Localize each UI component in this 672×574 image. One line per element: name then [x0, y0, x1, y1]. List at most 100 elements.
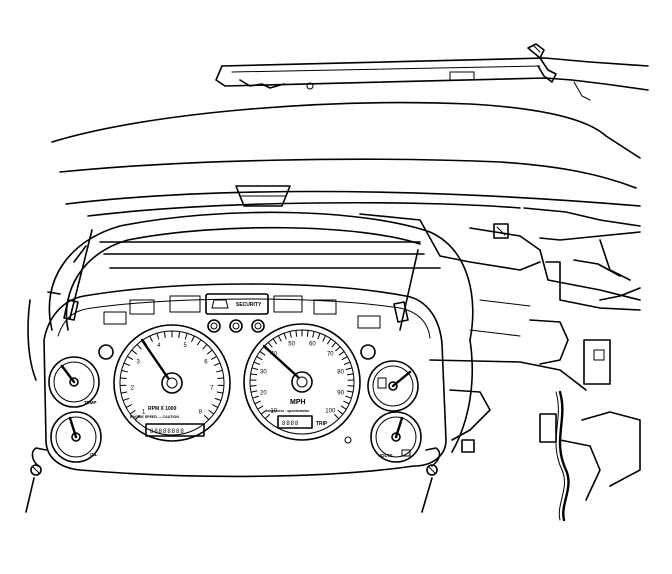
gauge-tick [334, 414, 340, 420]
left-screw-callout [25, 464, 42, 513]
gauge-tick [216, 391, 224, 394]
gauge-number: 80 [337, 370, 344, 376]
gauge-tick [191, 335, 195, 342]
gauge-tick [250, 373, 258, 376]
gauge-number: 90 [337, 390, 344, 396]
gauge-tick [306, 329, 309, 337]
gauge-tick [216, 369, 223, 373]
gauge-tick [119, 377, 127, 379]
gauge-tick [149, 335, 153, 342]
volts-gauge: VOLTS [370, 411, 422, 463]
gauge-tick [259, 350, 266, 356]
gauge-tick [121, 369, 128, 373]
gauge-tick [283, 332, 287, 340]
gauge-tick [184, 332, 188, 340]
gauge-tick [346, 390, 354, 393]
dashboard-contours [51, 101, 641, 227]
gauge-tick [210, 355, 218, 360]
gauge-tick [312, 330, 315, 338]
gauge-number: 70 [327, 352, 334, 358]
gauge-tick [122, 397, 130, 402]
gauge-tick [256, 356, 263, 361]
gauge-tick [346, 373, 354, 376]
gauge-tick [250, 390, 258, 393]
gauge-tick [134, 415, 140, 421]
gauge-number: 50 [288, 341, 295, 347]
gauge-number: 10 [270, 408, 277, 414]
gauge-tick [331, 341, 337, 348]
gauge-tick [295, 329, 298, 337]
gauge-number: 2 [131, 385, 135, 391]
gauge-tick [197, 339, 202, 346]
gauge-tick [253, 361, 261, 365]
gauge-tick [272, 338, 277, 345]
gauge-number: 20 [260, 390, 267, 396]
gauge-tick [257, 405, 264, 410]
gauge-tick [125, 404, 132, 409]
gauge-tick [163, 331, 166, 338]
upper-dash-trim [215, 57, 649, 101]
gauge-tick [335, 346, 341, 352]
trip-label: TRIP [316, 421, 328, 427]
gauge-tick [338, 350, 345, 356]
right-screw-callout [421, 464, 438, 513]
gauge-number: 3 [136, 360, 140, 366]
gauge-number: 40 [270, 352, 277, 358]
odometer-readout: 88888888 [150, 429, 185, 435]
gauge-tick [277, 335, 282, 342]
trip-readout: 8888 [282, 421, 299, 427]
gauge-tick [178, 331, 181, 338]
gauge-tick [214, 397, 222, 402]
volts-label: VOLTS [378, 453, 393, 458]
gauge-tick [129, 409, 136, 415]
gauge-number: 6 [204, 360, 208, 366]
speedo-sub: kilometers · speedometer [266, 409, 310, 413]
sensor-fastener [527, 43, 557, 83]
gauge-tick [136, 343, 142, 350]
gauge-tick [267, 341, 273, 348]
gauge-tick [317, 332, 321, 340]
fuel-gauge-left: TEMP [48, 356, 100, 408]
gauge-tick [322, 335, 327, 342]
tach-sub: ENGINE SPEED — CAUTION [130, 415, 179, 419]
gauge-number: 8 [199, 409, 203, 415]
fuel-gauge-right [367, 360, 419, 412]
speedo-unit: MPH [290, 399, 306, 406]
gauge-tick [204, 415, 210, 421]
gauge-tick [142, 339, 147, 346]
gauge-tick [126, 355, 134, 360]
gauge-number: 4 [157, 343, 161, 349]
gauge-tick [208, 409, 215, 415]
right-side-structure [359, 213, 641, 522]
gauge-tick [263, 346, 269, 352]
gauge-tick [345, 395, 352, 399]
gauge-number: 60 [309, 341, 316, 347]
gauge-tick [289, 330, 292, 338]
gauge-number: 5 [184, 343, 188, 349]
upper-leader-lines [69, 229, 419, 331]
gauge-tick [264, 414, 270, 420]
gauge-tick [252, 395, 259, 399]
oil-label: OIL [90, 452, 98, 457]
gauge-tick [341, 356, 348, 361]
gauge-tick [251, 367, 259, 371]
warning-light-panel: SECURITY [98, 293, 381, 444]
gauge-tick [217, 377, 225, 379]
gauge-number: 1 [142, 409, 146, 415]
gauge-tick [120, 391, 128, 394]
gauge-tick [212, 404, 219, 409]
tach-label: RPM X 1000 [148, 406, 177, 412]
gauge-tick [131, 349, 137, 355]
gauge-tick [340, 405, 347, 410]
gauge-number: 30 [260, 370, 267, 376]
gauge-tick [254, 400, 261, 405]
gauge-tick [202, 343, 208, 350]
gauge-tick [345, 367, 353, 371]
temp-label: TEMP [84, 400, 97, 405]
security-label: SECURITY [236, 302, 262, 308]
gauge-tick [337, 409, 344, 415]
gauge-tick [123, 362, 131, 366]
